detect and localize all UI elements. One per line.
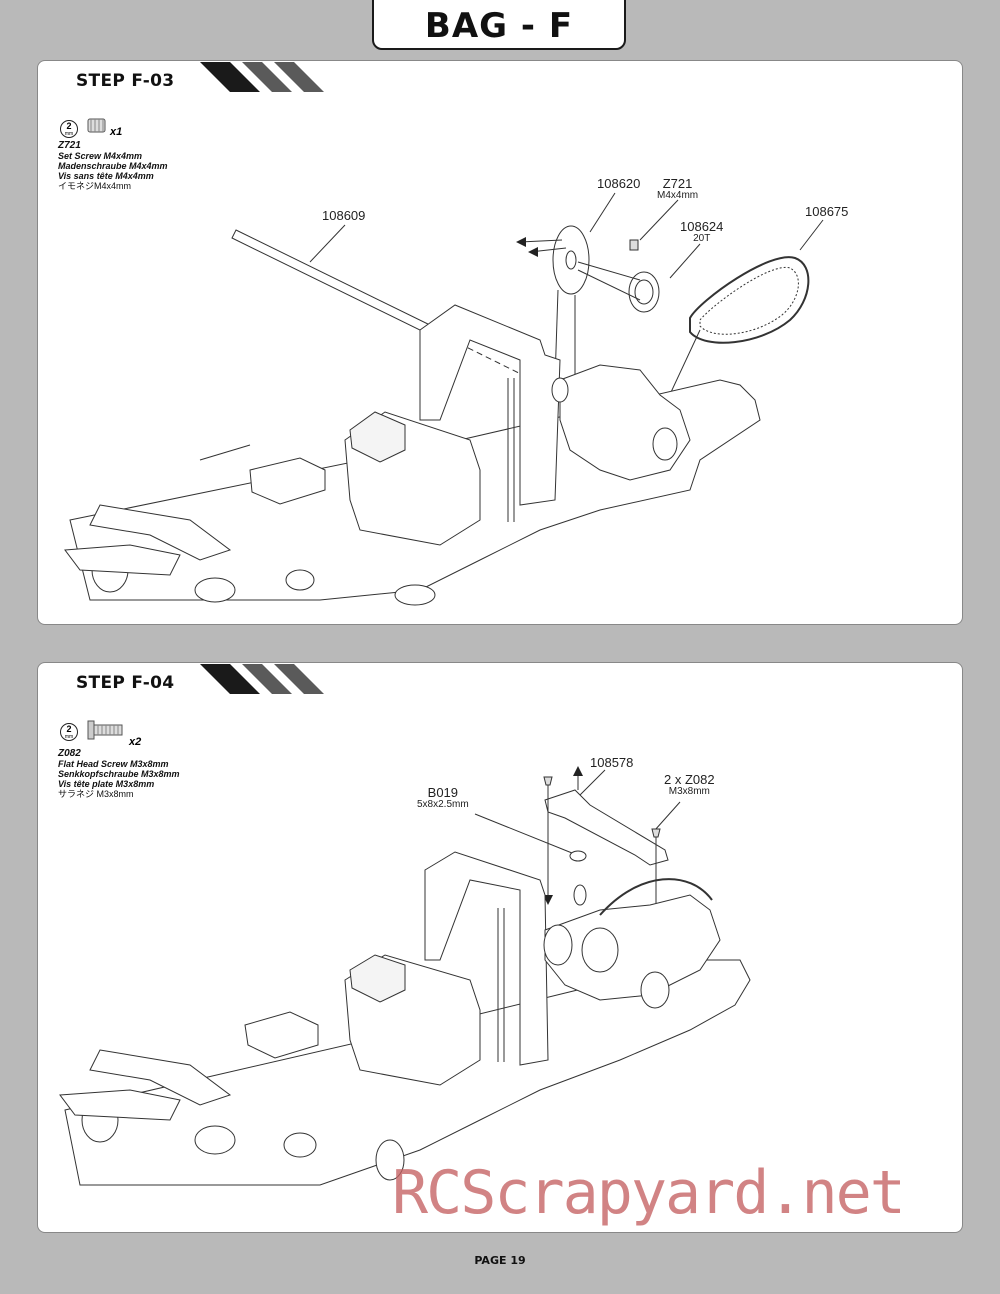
flat-head-screw-icon (87, 720, 123, 740)
part-quantity: x1 (110, 126, 123, 138)
step-f03-assembly-drawing (64, 192, 824, 606)
watermark: RCScrapyard.net (392, 1158, 906, 1228)
page-number: PAGE 19 (474, 1254, 526, 1267)
part-code: Z721 (58, 140, 81, 151)
step-title: STEP F-03 (76, 71, 175, 91)
part-name-jp: サラネジ M3x8mm (58, 789, 134, 799)
part-name-de: Madenschraube M4x4mm (58, 161, 168, 171)
bag-title: BAG - F (424, 6, 574, 46)
callout-108578: 108578 (590, 755, 634, 770)
part-name-fr: Vis sans tête M4x4mm (58, 171, 154, 181)
set-screw-icon (87, 118, 106, 133)
part-legend: Z721 Set Screw M4x4mm Madenschraube M4x4… (58, 140, 168, 192)
part-quantity: x2 (129, 736, 142, 748)
part-name-de: Senkkopfschraube M3x8mm (58, 769, 180, 779)
part-legend: Z082 Flat Head Screw M3x8mm Senkkopfschr… (58, 748, 180, 800)
part-name-jp: イモネジM4x4mm (58, 181, 132, 191)
callout-108675: 108675 (805, 204, 849, 219)
callout-108620: 108620 (597, 176, 641, 191)
bag-title-tab (372, 0, 626, 50)
step-f04-assembly-drawing (59, 766, 751, 1186)
part-name-en: Set Screw M4x4mm (58, 151, 143, 161)
part-name-fr: Vis tête plate M3x8mm (58, 779, 155, 789)
part-code: Z082 (58, 748, 81, 759)
part-name-en: Flat Head Screw M3x8mm (58, 759, 169, 769)
step-header-stripes (200, 62, 324, 92)
step-header-stripes (200, 664, 324, 694)
callout-108609: 108609 (322, 208, 366, 223)
step-title: STEP F-04 (76, 673, 175, 693)
